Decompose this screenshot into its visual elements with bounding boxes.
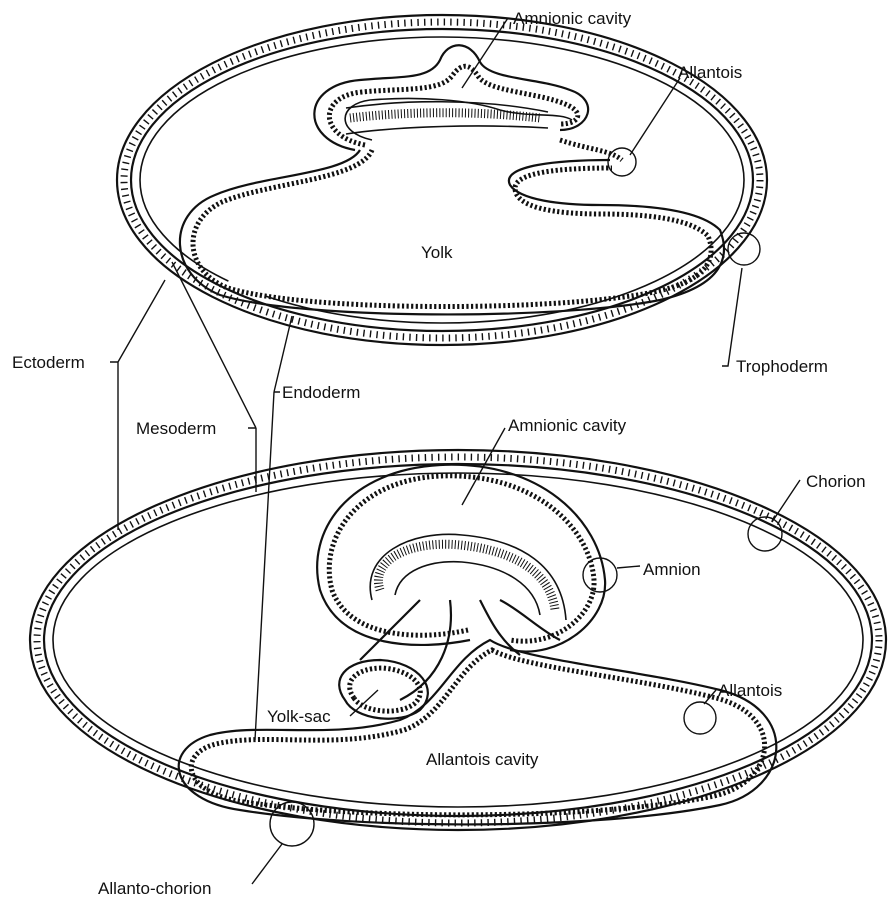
label-top-amnionic-cavity: Amnionic cavity (513, 9, 632, 28)
leader-chorion (772, 480, 800, 522)
top-embryo-body (350, 113, 540, 118)
label-trophoderm: Trophoderm (736, 357, 828, 376)
top-ectoderm-inner (131, 29, 753, 331)
top-yolk-envelope-outer (180, 150, 724, 314)
top-mesoderm-line (140, 37, 744, 323)
leader-top-allantois (630, 78, 680, 155)
leader-bottom-amnionic-cavity (462, 428, 505, 505)
label-bottom-allantois: Allantois (718, 681, 782, 700)
bottom-amnion-beads (329, 476, 594, 641)
bottom-ectoderm-outer (30, 450, 886, 830)
label-bottom-amnionic-cavity: Amnionic cavity (508, 416, 627, 435)
label-allanto-chorion: Allanto-chorion (98, 879, 211, 897)
bottom-embryo (30, 450, 886, 846)
top-yolk-endoderm-beads (193, 150, 711, 307)
bottom-amnion-outer (317, 465, 605, 652)
label-top-allantois: Allantois (678, 63, 742, 82)
top-ectoderm-outer (117, 15, 767, 345)
yolk-stalk (360, 600, 451, 700)
label-amnion: Amnion (643, 560, 701, 579)
yolk-sac-beads (350, 668, 421, 711)
leader-ectoderm (110, 280, 165, 530)
label-endoderm: Endoderm (282, 383, 360, 402)
label-ectoderm: Ectoderm (12, 353, 85, 372)
top-allantois-stalk (560, 140, 622, 160)
top-trophoderm-ring (728, 233, 760, 265)
label-yolk-sac: Yolk-sac (267, 707, 331, 726)
label-mesoderm: Mesoderm (136, 419, 216, 438)
top-embryo (117, 15, 767, 345)
amnion-ring (583, 558, 617, 592)
allantois-stalk (480, 600, 560, 655)
allantois-ring (684, 702, 716, 734)
leader-endoderm (255, 316, 292, 740)
allanto-chorion-ring (270, 802, 314, 846)
leader-amnion (617, 566, 640, 568)
label-yolk: Yolk (421, 243, 453, 262)
leader-allanto-chorion (252, 844, 282, 884)
label-chorion: Chorion (806, 472, 866, 491)
label-allantois-cavity: Allantois cavity (426, 750, 539, 769)
leader-trophoderm (722, 268, 742, 366)
